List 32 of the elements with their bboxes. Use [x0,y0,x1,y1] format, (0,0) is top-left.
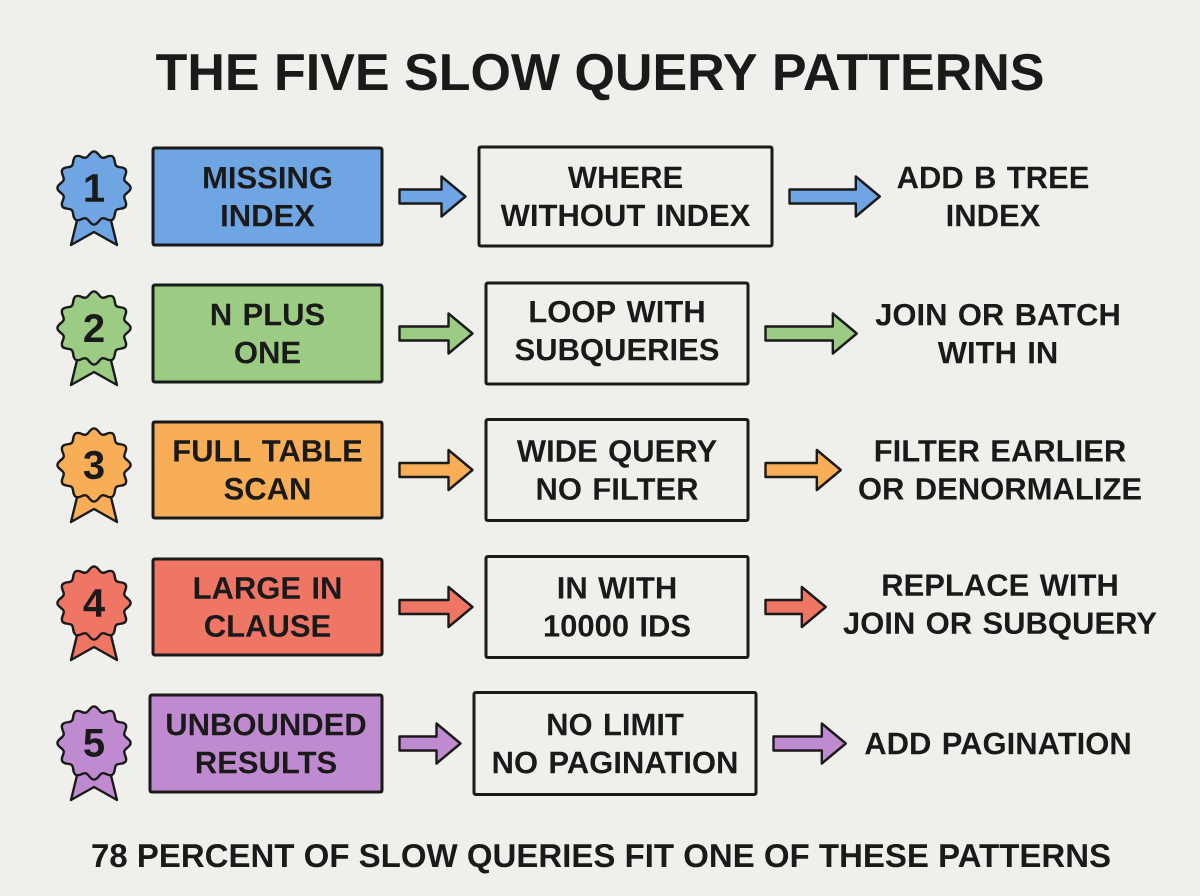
fix-text: ADD B TREE INDEX [897,166,1089,227]
rosette-badge: 4 [56,565,132,662]
block-arrow [398,312,474,355]
category-box: LARGE IN CLAUSE [151,557,384,657]
fix-text: REPLACE WITH JOIN OR SUBQUERY [843,574,1157,640]
category-box: N PLUS ONE [151,283,384,384]
rosette-badge: 3 [56,427,132,524]
rosette-badge: 2 [56,290,132,387]
cause-box: WIDE QUERY NO FILTER [484,418,750,522]
cause-box: WHERE WITHOUT INDEX [477,145,774,248]
block-arrow [398,175,467,218]
block-arrow [764,312,858,355]
category-box: UNBOUNDED RESULTS [148,693,384,794]
block-arrow [398,585,474,629]
block-arrow [764,448,842,492]
cause-box: NO LIMIT NO PAGINATION [472,691,758,796]
fix-text: FILTER EARLIER OR DENORMALIZE [859,440,1141,500]
title: THE FIVE SLOW QUERY PATTERNS [156,53,1043,101]
cause-box: IN WITH 10000 IDS [484,555,750,659]
caption: 78 PERCENT OF SLOW QUERIES FIT ONE OF THESE PATTERNS [92,843,1110,874]
rosette-badge: 1 [56,150,132,247]
cause-box: LOOP WITH SUBQUERIES [484,281,750,386]
fix-text: JOIN OR BATCH WITH IN [875,303,1119,364]
block-arrow [398,722,462,765]
block-arrow [764,585,827,629]
block-arrow [772,722,847,765]
category-box: FULL TABLE SCAN [151,420,384,520]
rosette-badge: 5 [56,705,132,802]
category-box: MISSING INDEX [151,146,384,247]
block-arrow [398,448,474,492]
block-arrow [788,175,881,218]
fix-text: ADD PAGINATION [865,732,1130,755]
